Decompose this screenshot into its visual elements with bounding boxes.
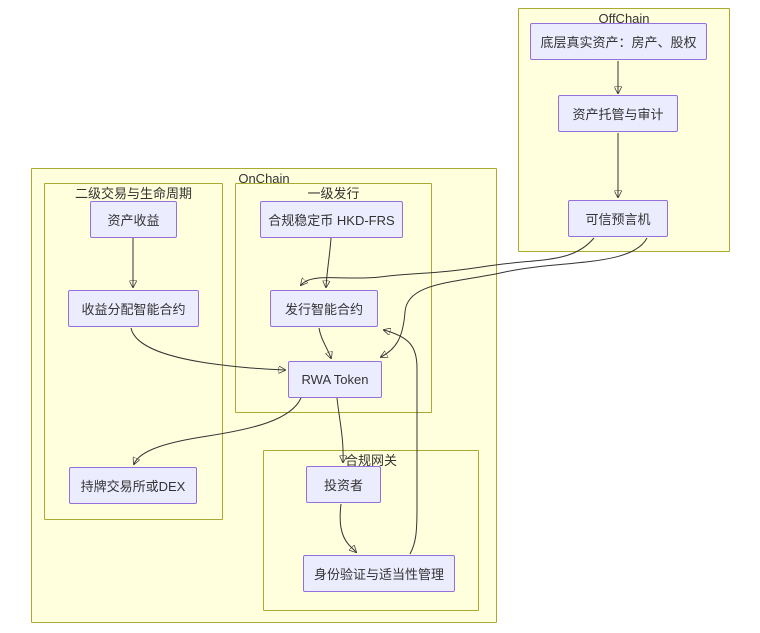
node-licensed-exchange-dex: 持牌交易所或DEX [69, 467, 197, 504]
container-primary-issuance-label: 一级发行 [307, 186, 360, 201]
node-income-distribution-contract: 收益分配智能合约 [68, 290, 199, 327]
node-asset-custody-audit: 资产托管与审计 [558, 95, 678, 132]
container-onchain-label: OnChain [238, 171, 290, 186]
edge-oracle-to-token [381, 237, 648, 357]
container-secondary-trading-label: 二级交易与生命周期 [74, 186, 192, 201]
node-issuance-smart-contract: 发行智能合约 [270, 290, 378, 327]
edge-token-to-investor [336, 397, 343, 462]
node-compliant-stablecoin: 合规稳定币 HKD-FRS [260, 201, 403, 238]
edge-distribution-to-token [130, 327, 285, 370]
edge-issuance-to-token [318, 327, 331, 358]
node-investor: 投资者 [306, 466, 381, 503]
container-compliance-gateway-label: 合规网关 [344, 453, 397, 468]
node-rwa-token: RWA Token [288, 361, 382, 398]
node-asset-income: 资产收益 [90, 201, 177, 238]
node-underlying-assets: 底层真实资产：房产、股权 [530, 23, 707, 60]
edge-investor-to-kyc [339, 503, 356, 552]
container-offchain-label: OffChain [598, 11, 650, 26]
node-kyc-suitability: 身份验证与适当性管理 [303, 555, 455, 592]
edge-token-to-exchange [134, 397, 302, 464]
edge-stablecoin-to-issuance [326, 237, 332, 287]
edge-kyc-to-issuance [384, 330, 418, 555]
node-trusted-oracle: 可信预言机 [568, 200, 668, 237]
edge-oracle-to-issuance [301, 237, 595, 285]
